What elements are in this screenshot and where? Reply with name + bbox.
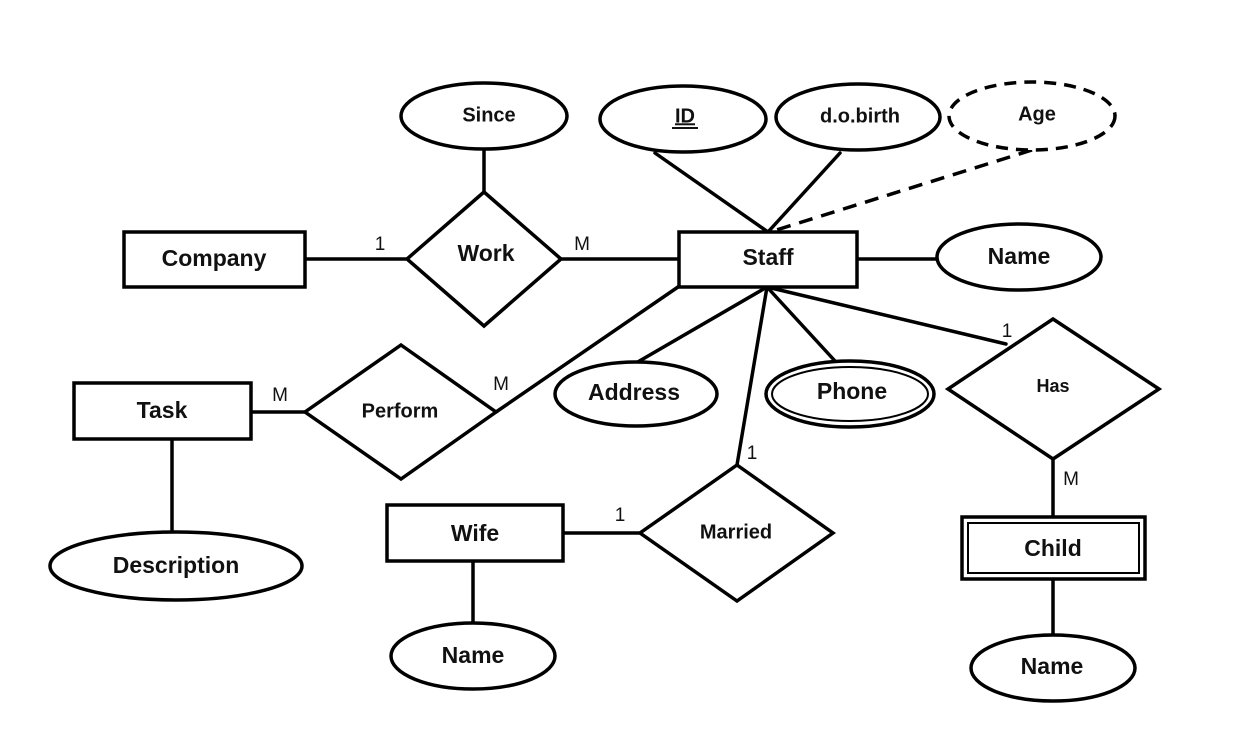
line-dob-staff	[766, 151, 842, 234]
line-staff-has	[765, 285, 1008, 346]
attribute-wife-name[interactable]: Name	[389, 621, 557, 691]
entity-company[interactable]: Company	[122, 230, 307, 289]
attribute-address[interactable]: Address	[553, 360, 719, 428]
attribute-phone-label: Phone	[817, 378, 887, 404]
attribute-since[interactable]: Since	[399, 81, 569, 151]
relationship-married-label: Married	[700, 521, 772, 543]
relationship-perform-label: Perform	[362, 400, 439, 422]
card-task-perform: M	[272, 385, 288, 406]
relationship-work-label: Work	[457, 240, 514, 266]
relationship-perform[interactable]: Perform	[301, 342, 500, 482]
derived-attribute-age[interactable]: Age	[947, 80, 1117, 152]
relationship-married[interactable]: Married	[636, 462, 837, 604]
line-staff-address	[634, 285, 769, 365]
attribute-child-name-label: Name	[1021, 653, 1084, 679]
relationship-has[interactable]: Has	[944, 316, 1163, 462]
entity-task-label: Task	[137, 397, 188, 423]
attribute-address-label: Address	[588, 379, 680, 405]
entity-staff[interactable]: Staff	[677, 230, 859, 289]
entity-staff-label: Staff	[742, 244, 793, 270]
weak-entity-child[interactable]: Child	[960, 515, 1147, 581]
line-staff-phone	[765, 285, 837, 363]
line-id-staff	[653, 151, 770, 234]
entity-wife-label: Wife	[451, 520, 499, 546]
connector-lines	[170, 148, 1055, 639]
entity-wife[interactable]: Wife	[385, 503, 565, 563]
line-age-staff	[769, 148, 1033, 234]
relationship-has-label: Has	[1036, 376, 1069, 396]
key-attribute-id[interactable]: ID	[598, 84, 768, 154]
attribute-dob[interactable]: d.o.birth	[774, 82, 942, 152]
card-company-work: 1	[375, 234, 386, 255]
attribute-age-label: Age	[1018, 103, 1056, 125]
attribute-dob-label: d.o.birth	[820, 105, 900, 127]
multivalued-attribute-phone[interactable]: Phone	[764, 359, 936, 429]
attribute-id-label: ID	[675, 105, 695, 127]
attribute-description[interactable]: Description	[48, 530, 304, 602]
attribute-since-label: Since	[462, 104, 515, 126]
card-wife-married: 1	[615, 505, 626, 526]
line-staff-perform	[494, 285, 680, 414]
card-perform-staff: M	[493, 374, 509, 395]
attribute-child-name[interactable]: Name	[969, 633, 1137, 703]
card-has-child: M	[1063, 469, 1079, 490]
line-staff-married	[735, 285, 769, 467]
attribute-staff-name[interactable]: Name	[935, 222, 1103, 292]
card-staff-has: 1	[1002, 321, 1013, 342]
attribute-wife-name-label: Name	[442, 642, 505, 668]
cardinality-labels: 1 M M M 1 1 1 M	[272, 234, 1079, 526]
attribute-description-label: Description	[113, 552, 240, 578]
entity-task[interactable]: Task	[72, 381, 253, 441]
attribute-staff-name-label: Name	[988, 243, 1051, 269]
card-work-staff: M	[574, 234, 590, 255]
entity-company-label: Company	[162, 245, 267, 271]
card-staff-married: 1	[747, 443, 758, 464]
relationship-work[interactable]: Work	[404, 189, 564, 329]
entity-child-label: Child	[1024, 535, 1082, 561]
